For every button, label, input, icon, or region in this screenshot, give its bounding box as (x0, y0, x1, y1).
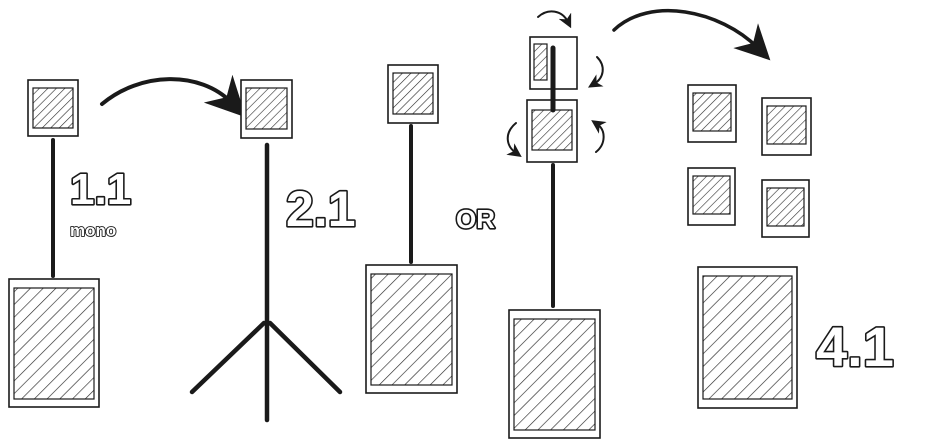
or-label: OR (456, 204, 495, 234)
config-label-2-1: 2.1 (286, 181, 356, 237)
rotate-arrow-icon (506, 122, 522, 158)
transition-arrow (612, 9, 771, 61)
satellite-speaker-icon (687, 84, 737, 143)
rotate-arrow-icon (588, 56, 604, 88)
satellite-speaker-icon (687, 167, 736, 226)
setup-stacked-speakers (506, 10, 607, 439)
setup-1-1-mono: 1.1 mono (8, 79, 133, 408)
satellite-speaker-icon (761, 179, 810, 238)
subwoofer-icon (365, 264, 458, 394)
satellite-speaker-icon (761, 97, 812, 156)
subwoofer-icon (508, 309, 601, 439)
transition-arrow (100, 74, 246, 118)
tripod-stand-icon (189, 142, 343, 423)
rotate-arrow-icon (591, 120, 607, 153)
config-sublabel-mono: mono (70, 221, 116, 240)
rotate-arrow-icon (537, 10, 572, 29)
satellite-speaker-icon (27, 79, 79, 137)
setup-4-1: 4.1 (687, 84, 895, 409)
subwoofer-icon (8, 278, 100, 408)
satellite-speaker-icon (240, 79, 293, 139)
setup-2-1-with-subwoofer (365, 64, 458, 394)
subwoofer-icon (697, 266, 798, 409)
setup-2-1: 2.1 (189, 79, 357, 423)
config-label-1-1: 1.1 (70, 165, 131, 214)
config-label-4-1: 4.1 (816, 315, 894, 378)
satellite-speaker-icon (387, 64, 439, 124)
